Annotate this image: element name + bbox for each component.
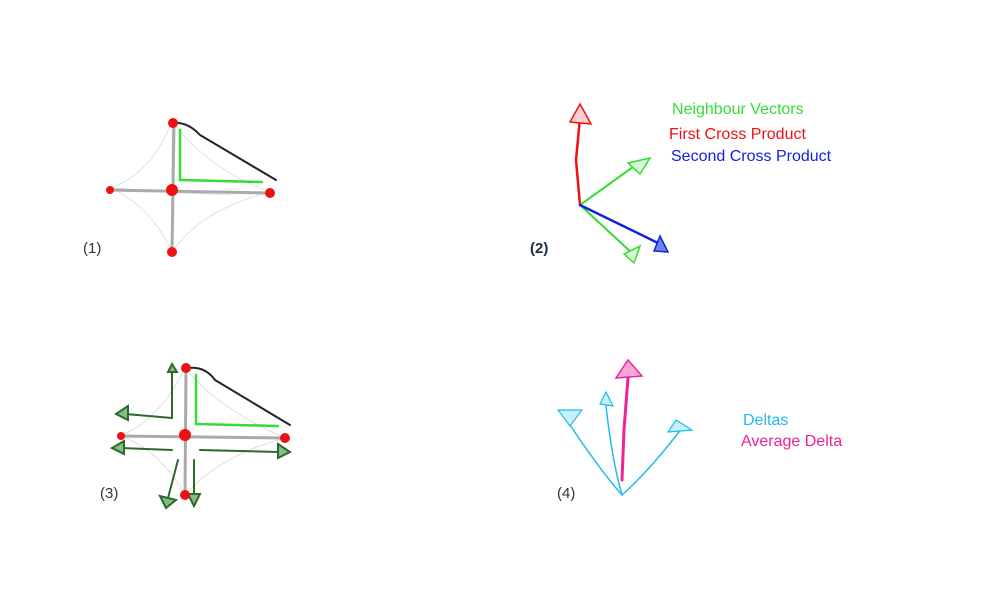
legend-deltas: Deltas (743, 412, 789, 429)
first-cross-arrow (568, 102, 593, 207)
vertex-point (167, 247, 177, 257)
legend-first-cross-product: First Cross Product (669, 126, 806, 143)
vertex-point (181, 363, 191, 373)
edge-black (173, 121, 277, 181)
dark-green-arrow (199, 449, 281, 453)
vertex-point (166, 184, 178, 196)
panel-number-1: (1) (83, 240, 102, 257)
vertex-point (106, 186, 114, 194)
neighbour-arrow-up (579, 156, 652, 206)
neighbour-arrow-down (579, 204, 642, 265)
panel-3-mesh (109, 361, 292, 510)
dark-green-arrow (121, 447, 173, 451)
dark-green-arrow (125, 413, 173, 419)
panel-2-vectors (568, 102, 670, 265)
panel-1-mesh (106, 118, 277, 257)
vertex-point (117, 432, 125, 440)
panel-number-2: (2) (530, 240, 549, 257)
second-cross-arrow (578, 203, 670, 253)
legend-average-delta: Average Delta (741, 433, 843, 450)
vertex-point (265, 188, 275, 198)
delta-arrow (605, 405, 623, 496)
panel-number-3: (3) (100, 485, 119, 502)
dark-green-arrow (167, 459, 179, 499)
panel-4-deltas (556, 358, 694, 496)
panel-number-4: (4) (557, 485, 576, 502)
vertex-point (180, 490, 190, 500)
legend-second-cross-product: Second Cross Product (671, 148, 832, 165)
vertex-point (280, 433, 290, 443)
delta-arrow (569, 424, 623, 496)
average-delta-arrow (614, 358, 644, 482)
vertex-point (168, 118, 178, 128)
delta-arrow (621, 427, 683, 496)
vertex-point (179, 429, 191, 441)
legend-neighbour-vectors: Neighbour Vectors (672, 101, 804, 118)
